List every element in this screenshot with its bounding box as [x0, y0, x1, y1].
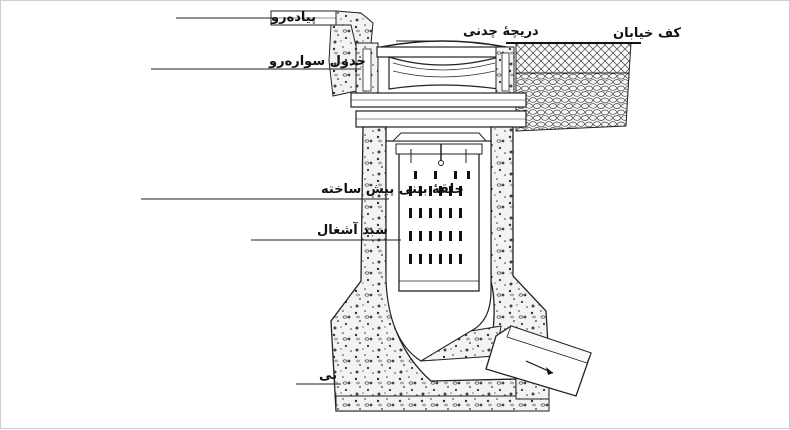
- label-sidewalk: پیاده‌رو: [270, 10, 316, 25]
- label-cast-iron-grate: دریچهٔ چدنی: [463, 24, 539, 39]
- label-street-floor: کف خیابان: [613, 26, 681, 41]
- cast-iron-grate: [376, 40, 515, 96]
- leader-lines: [141, 17, 451, 385]
- label-precast-ring: حلقهٔ بتنی پیش ساخته: [321, 182, 464, 197]
- label-trash-basket: سبد آشغال: [317, 221, 388, 238]
- trash-basket: [395, 143, 483, 292]
- basket-perforations: [409, 171, 470, 264]
- curb: [355, 42, 379, 94]
- label-curb: جدول سواره‌رو: [268, 54, 366, 69]
- outlet-pipe: [420, 325, 592, 397]
- frame-band: [350, 92, 527, 128]
- label-base: بی: [319, 368, 337, 383]
